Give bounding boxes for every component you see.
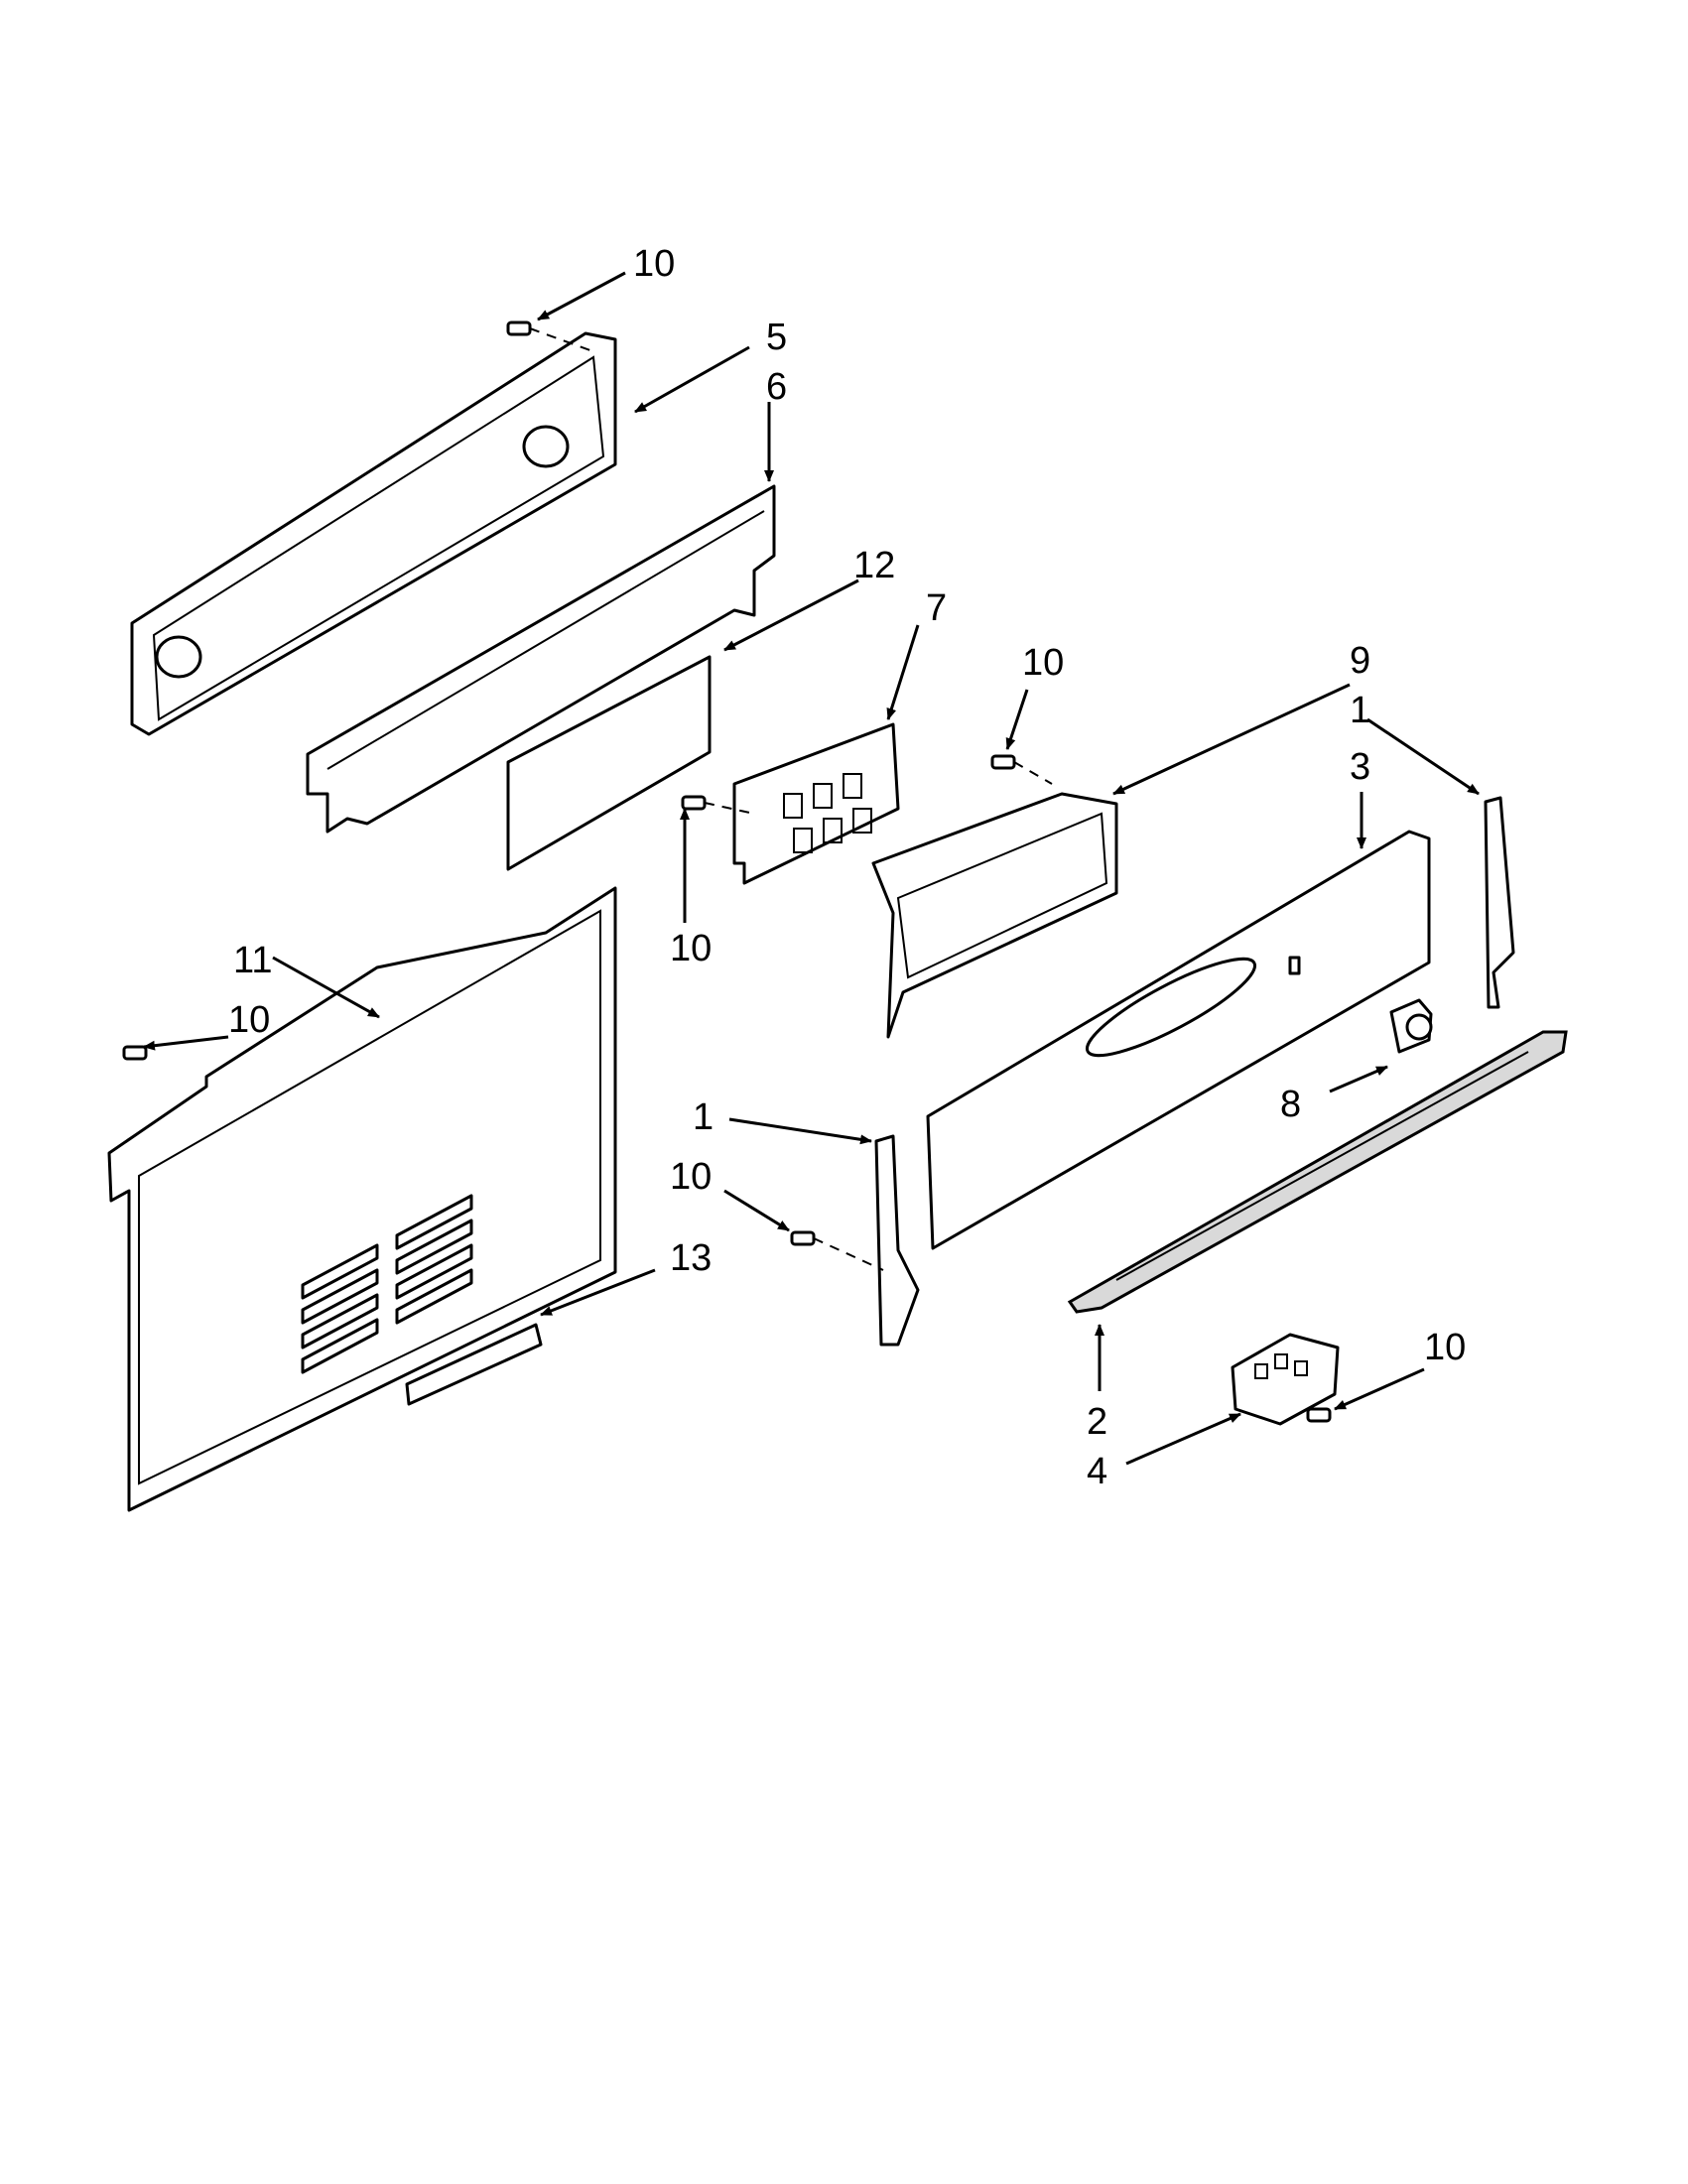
part-5-rear-panel — [130, 331, 617, 736]
callout-labels: 10 5 6 12 7 10 9 1 3 10 11 10 8 1 10 13 … — [228, 243, 1466, 1492]
leader-lines — [143, 271, 1480, 1466]
callout-11: 11 — [233, 940, 272, 981]
callout-9: 9 — [1350, 640, 1370, 682]
callout-10: 10 — [1424, 1327, 1466, 1368]
callout-8: 8 — [1280, 1084, 1301, 1125]
callout-4: 4 — [1087, 1451, 1107, 1492]
part-12-insulation — [506, 655, 712, 871]
part-3-control-panel — [926, 830, 1431, 1250]
part-4-terminal-block — [1231, 1333, 1340, 1426]
callout-10: 10 — [228, 999, 270, 1041]
callout-13: 13 — [670, 1237, 712, 1279]
callout-10: 10 — [670, 1156, 712, 1198]
screw-icons — [122, 321, 1332, 1423]
part-2-handle — [1067, 1030, 1568, 1314]
callout-10: 10 — [633, 243, 675, 285]
part-6-trim-strip — [306, 484, 776, 834]
callout-7: 7 — [926, 587, 947, 629]
part-7-control-board — [732, 722, 900, 885]
vent-slots — [301, 1194, 473, 1374]
callout-10: 10 — [1022, 642, 1064, 684]
callout-1: 1 — [1350, 690, 1370, 731]
callout-1: 1 — [693, 1096, 714, 1138]
screw-icon — [990, 754, 1053, 785]
part-13-strip — [405, 1323, 543, 1406]
callout-12: 12 — [853, 545, 895, 586]
callout-6: 6 — [766, 366, 787, 408]
callout-2: 2 — [1087, 1401, 1107, 1443]
callout-10: 10 — [670, 928, 712, 969]
callout-5: 5 — [766, 317, 787, 358]
part-1-right-bracket — [1484, 796, 1515, 1009]
screw-icon — [790, 1230, 884, 1271]
callout-3: 3 — [1350, 746, 1370, 788]
part-8-switch — [1389, 998, 1433, 1054]
screw-icon — [506, 321, 596, 353]
screw-icon — [122, 1045, 148, 1061]
screw-icon — [681, 795, 755, 815]
part-9-bracket — [871, 792, 1118, 1039]
part-11-side-panel — [107, 886, 617, 1512]
part-1-left-bracket — [874, 1134, 920, 1347]
screw-icon — [1306, 1407, 1332, 1423]
